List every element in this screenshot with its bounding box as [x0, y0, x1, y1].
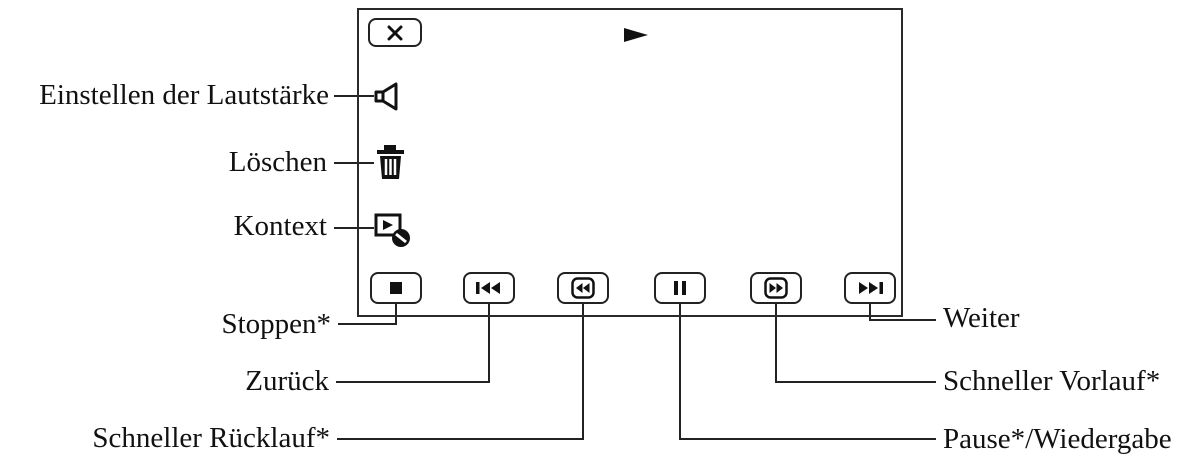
speaker-icon[interactable] [374, 82, 408, 112]
rewind-label: Schneller Rücklauf* [92, 422, 330, 454]
volume-label: Einstellen der Lautstärke [39, 79, 329, 111]
pause-icon [674, 281, 686, 295]
fast-forward-icon [764, 277, 788, 299]
previous-label: Zurück [245, 365, 329, 397]
context-label: Kontext [233, 210, 327, 242]
stop-button[interactable] [370, 272, 422, 304]
pause-play-label: Pause*/Wiedergabe [943, 423, 1172, 455]
skip-next-button[interactable] [844, 272, 896, 304]
pause-button[interactable] [654, 272, 706, 304]
player-screen [357, 8, 903, 317]
trash-icon[interactable] [374, 144, 408, 182]
skip-previous-icon [476, 282, 500, 294]
context-icon[interactable] [374, 213, 414, 249]
fast-forward-label: Schneller Vorlauf* [943, 365, 1161, 397]
stop-label: Stoppen* [221, 308, 331, 340]
rewind-icon [571, 277, 595, 299]
fast-forward-button[interactable] [750, 272, 802, 304]
play-triangle-icon [624, 28, 648, 42]
stop-icon [390, 282, 402, 294]
close-icon [387, 25, 403, 40]
rewind-button[interactable] [557, 272, 609, 304]
next-label: Weiter [943, 302, 1020, 334]
delete-label: Löschen [228, 146, 327, 178]
skip-next-icon [859, 282, 883, 294]
close-button[interactable] [368, 18, 422, 47]
skip-previous-button[interactable] [463, 272, 515, 304]
